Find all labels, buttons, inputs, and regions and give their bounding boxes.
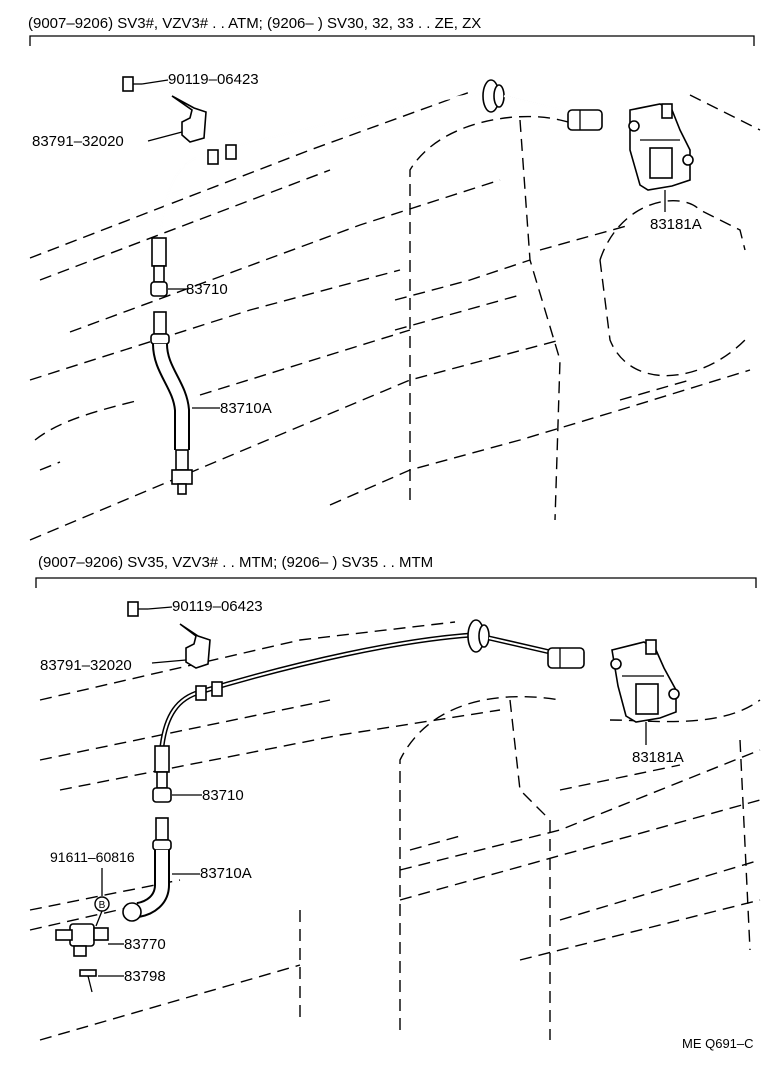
section-bracket-line [29, 35, 755, 46]
part-label-bracket: 83791–32020 [40, 657, 132, 674]
bracket-part [179, 623, 211, 669]
bolt-part [127, 601, 148, 617]
leader-line [151, 659, 187, 664]
part-label-sensor: 83181A [650, 216, 702, 233]
part-label-cable-a: 83710A [220, 400, 272, 417]
leader-line [147, 606, 173, 610]
leader-line [141, 79, 169, 85]
bracket-part [171, 95, 207, 143]
leader-line [147, 131, 183, 142]
part-label-cable-a: 83710A [200, 865, 252, 882]
part-label-cable: 83710 [186, 281, 228, 298]
reference-circle-letter: B [99, 900, 106, 911]
section-header: (9007–9206) SV35, VZV3# . . MTM; (9206– … [38, 554, 433, 571]
part-label-sensor: 83181A [632, 749, 684, 766]
part-label-clip: 83798 [124, 968, 166, 985]
joint-part [55, 923, 109, 957]
bolt-part [122, 76, 142, 92]
clip-part [79, 969, 97, 993]
speedometer-cable [159, 79, 603, 241]
diagram-code: ME Q691–C [682, 1036, 754, 1051]
part-label-sub-part: 91611–60816 [50, 849, 135, 865]
cable-a-part [150, 311, 193, 495]
part-label-joint: 83770 [124, 936, 166, 953]
part-label-cable: 83710 [202, 787, 244, 804]
vehicle-body-outline [29, 621, 761, 1041]
section-bottom: (9007–9206) SV35, VZV3# . . MTM; (9206– … [29, 554, 761, 1041]
cable-end-part [150, 237, 168, 297]
speed-sensor-part [628, 103, 694, 191]
part-label-bolt: 90119–06423 [172, 598, 263, 615]
section-bracket-line [35, 577, 757, 588]
section-top: (9007–9206) SV3#, VZV3# . . ATM; (9206– … [28, 15, 761, 541]
part-label-bolt: 90119–06423 [168, 71, 259, 88]
cable-end-part [152, 745, 172, 803]
cable-a-part [122, 817, 172, 922]
leader-line [95, 910, 103, 927]
speedometer-cable [159, 619, 585, 747]
part-label-bracket: 83791–32020 [32, 133, 124, 150]
vehicle-body-outline [29, 91, 761, 541]
section-header: (9007–9206) SV3#, VZV3# . . ATM; (9206– … [28, 15, 481, 32]
speed-sensor-part [610, 639, 680, 723]
